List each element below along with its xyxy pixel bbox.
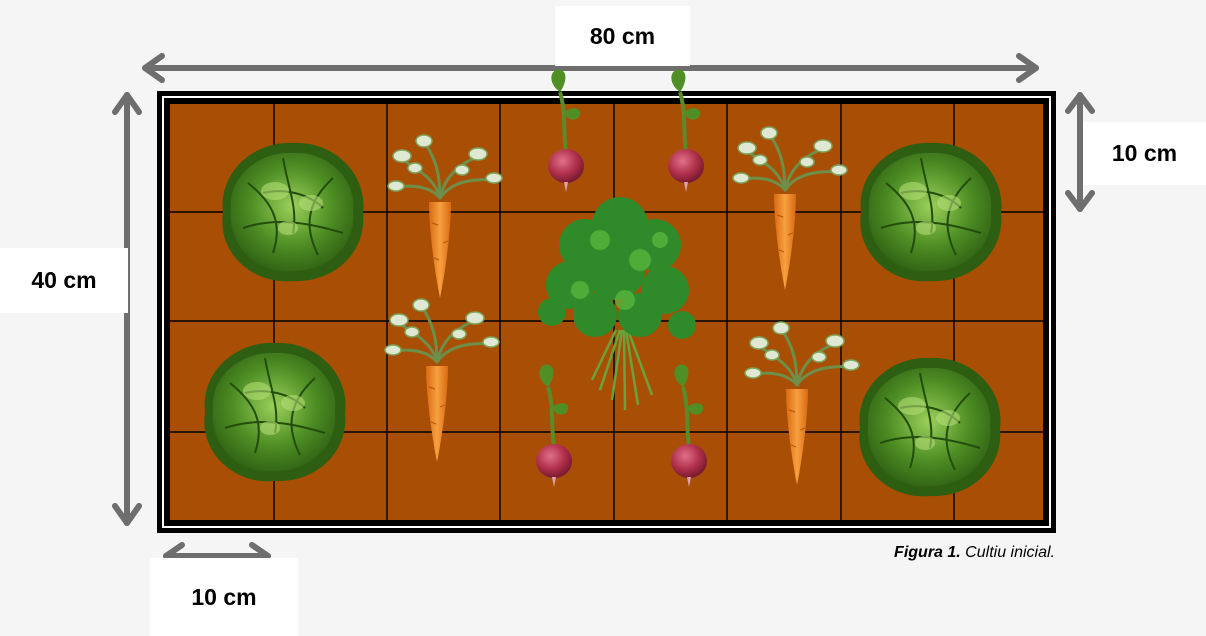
- lettuce-icon: [222, 143, 363, 281]
- radish-icon: [671, 365, 707, 487]
- cell-height-label: 10 cm: [1083, 122, 1206, 185]
- radish-icon: [548, 70, 584, 192]
- caption-text: Cultiu inicial.: [961, 544, 1055, 561]
- carrot-icon: [745, 322, 859, 485]
- width-label: 80 cm: [555, 6, 690, 66]
- lettuce-icon: [204, 343, 345, 481]
- carrot-icon: [388, 135, 502, 298]
- parsley-icon: [538, 197, 696, 410]
- radish-icon: [536, 365, 572, 487]
- caption-prefix: Figura 1.: [894, 544, 961, 561]
- figure-caption: Figura 1. Cultiu inicial.: [780, 544, 1055, 562]
- height-label: 40 cm: [0, 248, 128, 313]
- lettuce-icon: [860, 143, 1001, 281]
- cell-width-label: 10 cm: [150, 558, 298, 636]
- carrot-icon: [385, 299, 499, 462]
- carrot-icon: [733, 127, 847, 290]
- lettuce-icon: [859, 358, 1000, 496]
- radish-icon: [668, 70, 704, 192]
